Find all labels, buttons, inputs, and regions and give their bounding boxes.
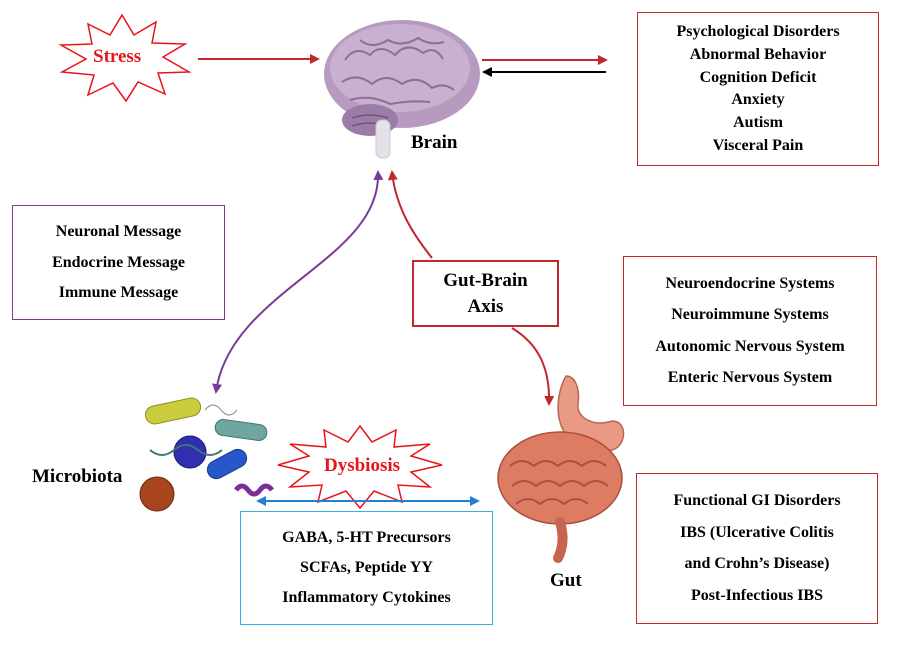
effect-item: Anxiety: [731, 91, 785, 109]
axis-to-gut-arrow: [511, 327, 555, 406]
effect-item: Abnormal Behavior: [689, 45, 827, 63]
metabolites-box: GABA, 5-HT Precursors SCFAs, Peptide YY …: [240, 511, 493, 625]
message-item: Endocrine Message: [52, 253, 185, 271]
disorder-item: IBS (Ulcerative Colitis: [680, 523, 834, 541]
gut-disorders-box: Functional GI Disorders IBS (Ulcerative …: [636, 473, 878, 624]
system-item: Neuroendocrine Systems: [665, 275, 835, 293]
disorder-item: Functional GI Disorders: [673, 492, 841, 510]
brain-microbiota-arrow: [212, 170, 384, 394]
brain-label: Brain: [411, 132, 458, 153]
stress-burst-icon: [58, 13, 192, 103]
gut-illustration: [497, 375, 625, 563]
dysbiosis-label: Dysbiosis: [324, 455, 401, 476]
effect-item: Cognition Deficit: [699, 68, 817, 86]
systems-box: Neuroendocrine Systems Neuroimmune Syste…: [623, 256, 877, 406]
axis-line-1: Gut-Brain: [443, 270, 528, 291]
axis-to-brain-arrow: [387, 170, 433, 259]
effect-item: Visceral Pain: [712, 137, 804, 155]
metabolite-item: Inflammatory Cytokines: [282, 589, 451, 606]
system-item: Neuroimmune Systems: [671, 306, 829, 324]
brain-effects-box: Psychological Disorders Abnormal Behavio…: [637, 12, 879, 166]
system-item: Enteric Nervous System: [667, 368, 833, 386]
disorder-item: Post-Infectious IBS: [690, 586, 823, 604]
dysbiosis-burst-icon: [277, 424, 443, 510]
messages-box: Neuronal Message Endocrine Message Immun…: [12, 205, 225, 320]
system-item: Autonomic Nervous System: [655, 337, 845, 355]
microbiota-illustration: [139, 397, 274, 512]
metabolite-item: SCFAs, Peptide YY: [300, 559, 433, 576]
disorder-item: and Crohn’s Disease): [684, 555, 830, 573]
brain-illustration: [324, 20, 480, 159]
microbiota-label: Microbiota: [32, 466, 123, 487]
effect-item: Autism: [733, 114, 783, 132]
gut-label: Gut: [550, 570, 582, 591]
message-item: Immune Message: [58, 283, 179, 301]
stress-label: Stress: [93, 46, 142, 67]
effect-item: Psychological Disorders: [676, 22, 840, 40]
gut-brain-axis-box: Gut-Brain Axis: [412, 260, 559, 327]
metabolite-item: GABA, 5-HT Precursors: [282, 529, 451, 546]
message-item: Neuronal Message: [55, 223, 182, 241]
axis-line-2: Axis: [467, 296, 504, 317]
